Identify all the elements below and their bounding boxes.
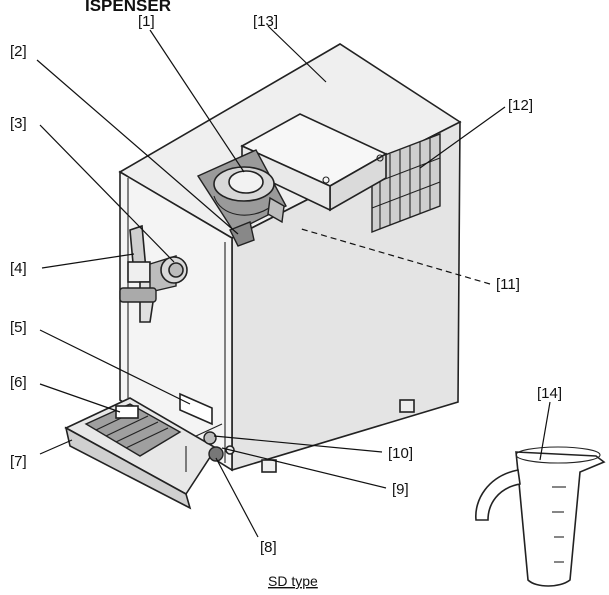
measuring-jug bbox=[475, 446, 606, 587]
callout-13: [13] bbox=[253, 13, 278, 30]
leader-10 bbox=[213, 435, 383, 453]
callout-8: [8] bbox=[260, 539, 277, 556]
vent-louvers bbox=[371, 132, 441, 234]
rating-plate bbox=[179, 392, 213, 426]
callout-1: [1] bbox=[138, 13, 155, 30]
leader-6 bbox=[39, 383, 121, 413]
callout-6: [6] bbox=[10, 374, 27, 391]
figure-caption: SD type bbox=[268, 573, 318, 589]
leader-4 bbox=[41, 253, 135, 269]
callout-2: [2] bbox=[10, 43, 27, 60]
front-controls bbox=[185, 423, 235, 472]
leader-11 bbox=[297, 227, 491, 285]
leader-8 bbox=[215, 457, 259, 538]
dispensing-tap bbox=[119, 224, 188, 323]
callout-14: [14] bbox=[537, 385, 562, 402]
rear-housing bbox=[240, 113, 388, 212]
leader-5 bbox=[39, 329, 191, 405]
callout-10: [10] bbox=[388, 445, 413, 462]
callout-9: [9] bbox=[392, 481, 409, 498]
front-panel bbox=[119, 170, 233, 472]
leader-2 bbox=[36, 59, 239, 235]
diagram-title: ISPENSER bbox=[85, 0, 171, 15]
callout-labels: [1] [2] [3] [4] [5] [6] [7] [8] [9] [10]… bbox=[10, 13, 562, 556]
leader-14 bbox=[539, 401, 551, 461]
dispenser-unit bbox=[64, 43, 462, 510]
leader-3 bbox=[39, 124, 175, 263]
leader-7 bbox=[39, 439, 73, 455]
rear-foot bbox=[399, 399, 415, 413]
callout-11: [11] bbox=[496, 276, 520, 293]
callout-5: [5] bbox=[10, 319, 27, 336]
tank-assembly bbox=[196, 149, 287, 247]
leader-13 bbox=[267, 25, 327, 83]
leader-12 bbox=[419, 106, 506, 169]
leader-lines bbox=[36, 25, 551, 538]
leader-1 bbox=[149, 29, 245, 173]
callout-12: [12] bbox=[508, 97, 533, 114]
leader-9 bbox=[221, 447, 387, 489]
callout-4: [4] bbox=[10, 260, 27, 277]
front-foot bbox=[261, 459, 277, 473]
callout-3: [3] bbox=[10, 115, 27, 132]
callout-7: [7] bbox=[10, 453, 27, 470]
